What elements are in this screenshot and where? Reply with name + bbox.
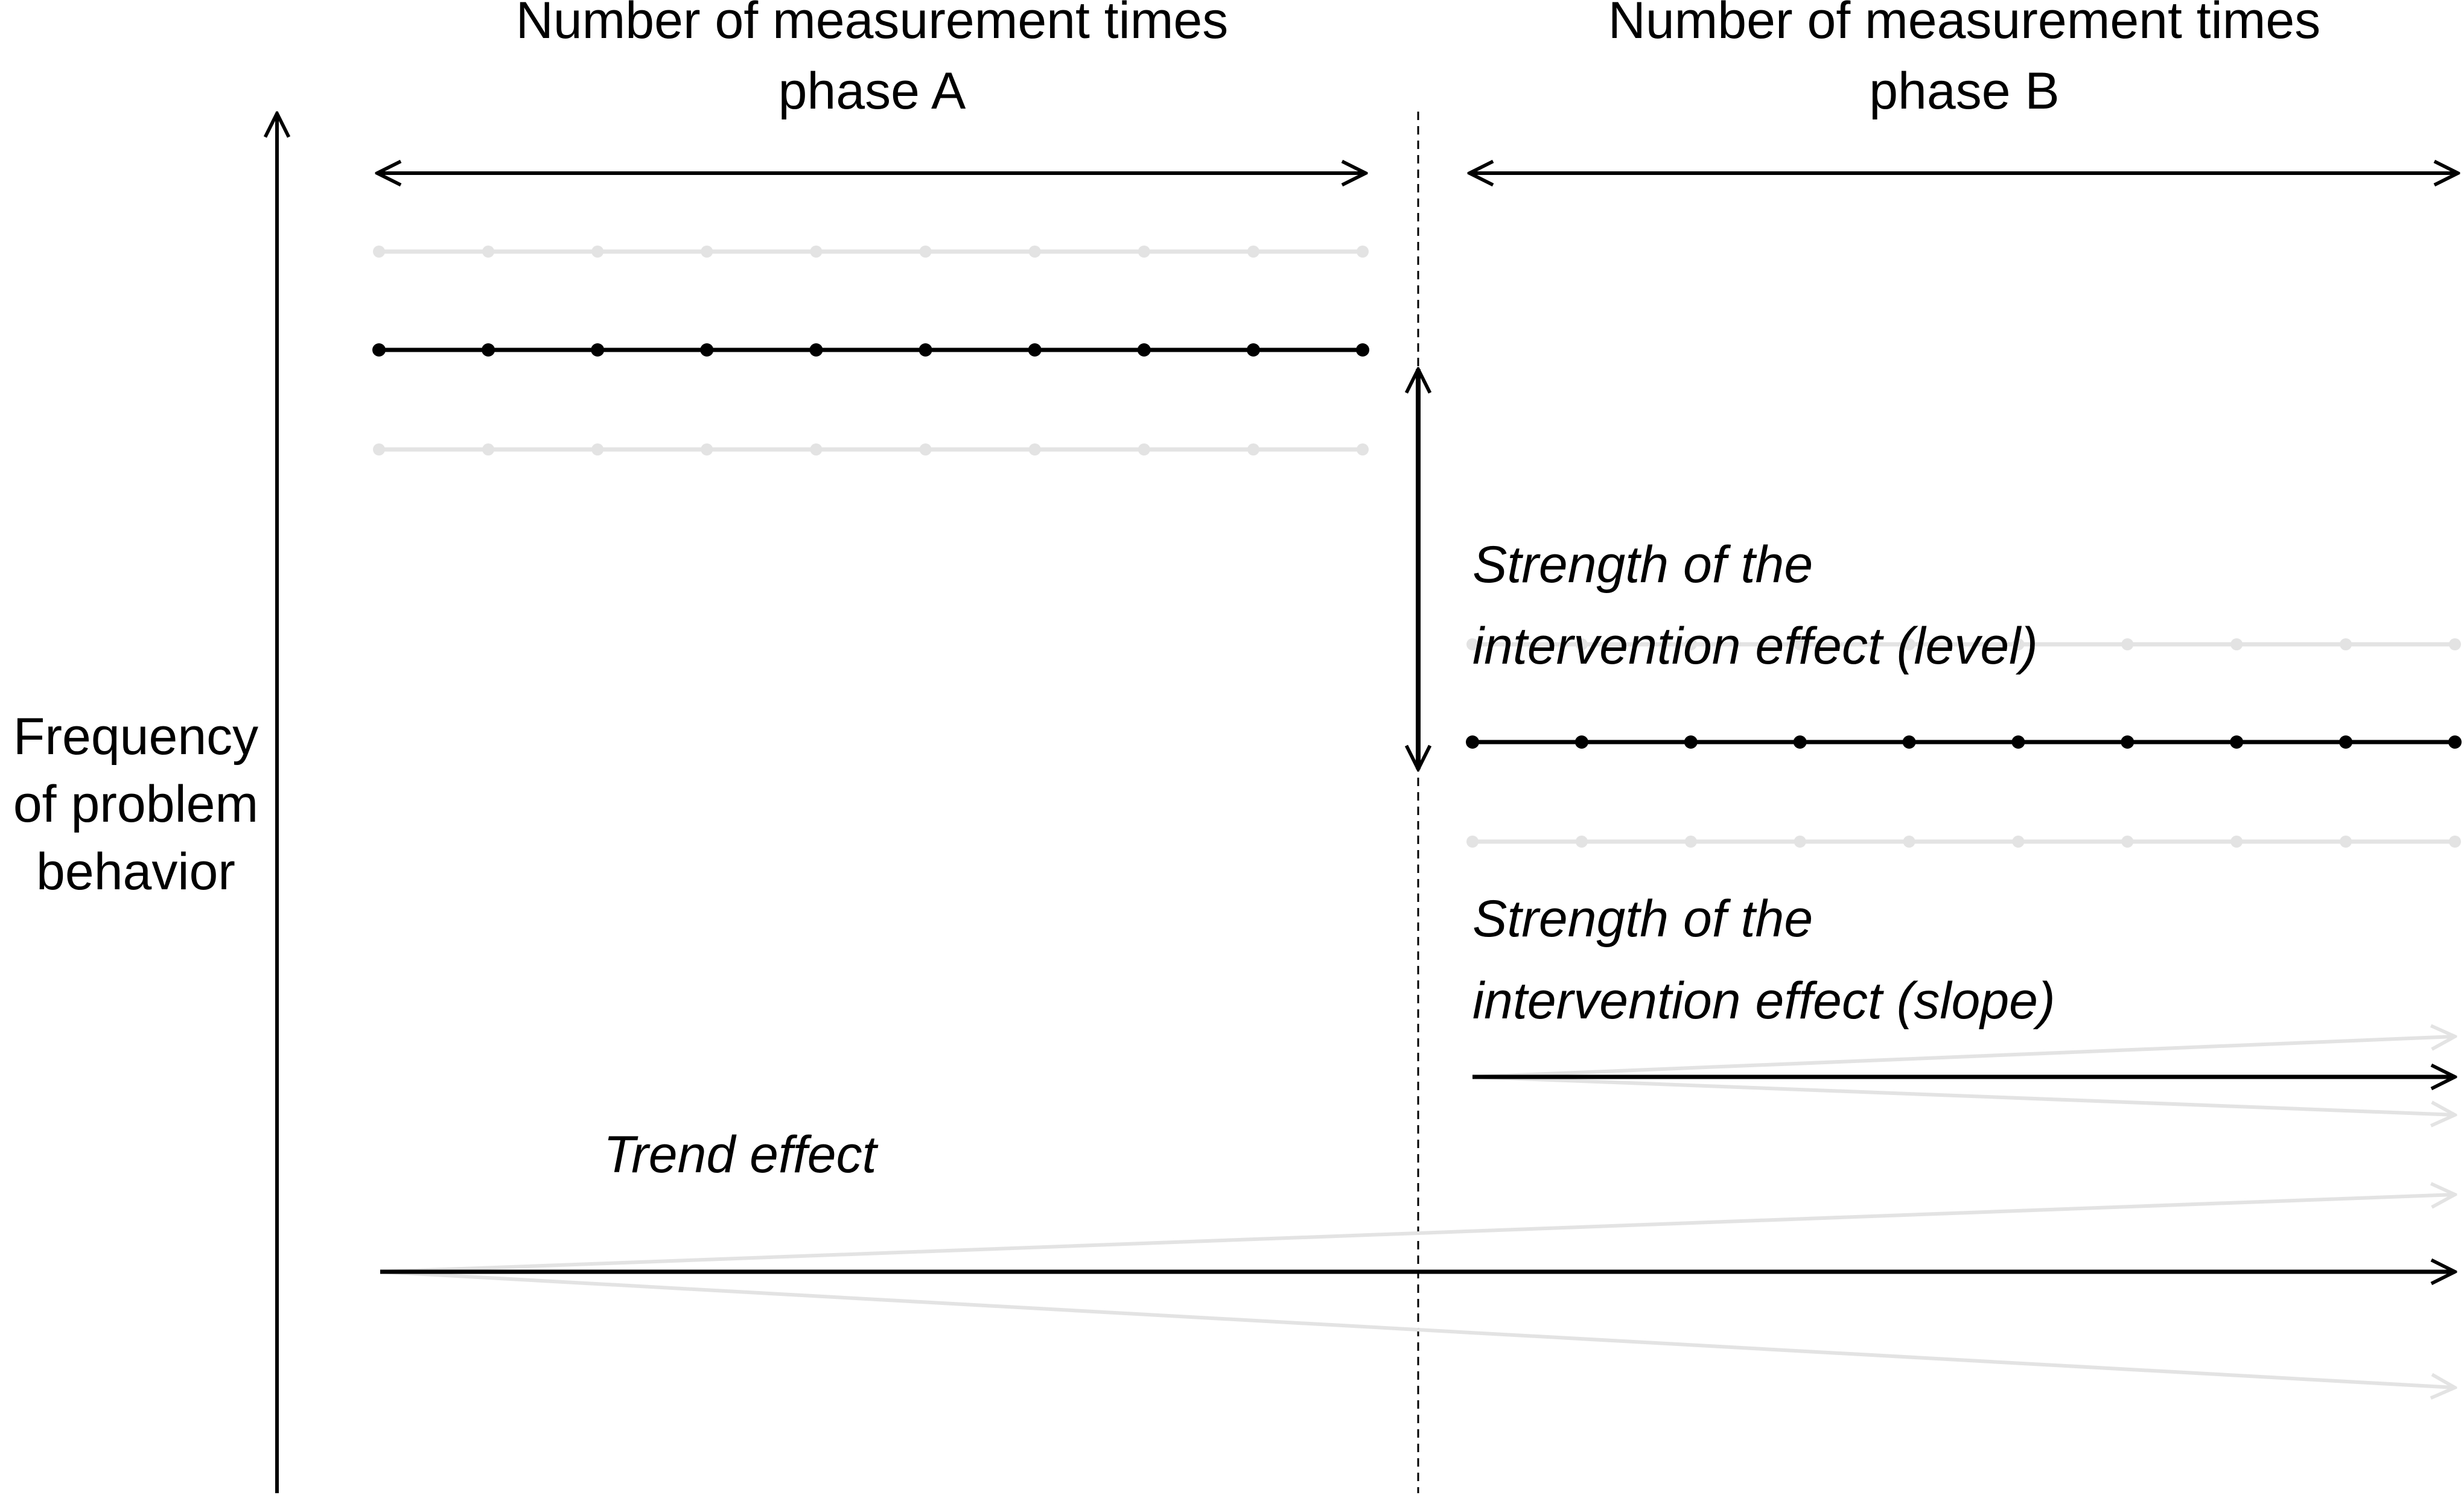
phase-b-title-line1: Number of measurement times [1608,0,2321,49]
phase-a-upper-point [482,246,495,258]
phase-b-intervention-point [1684,735,1698,749]
phase-b-upper-point [1575,638,1588,650]
phase-b-upper-point [2121,638,2134,650]
phase-b-intervention-point [2339,735,2353,749]
phase-a-upper-point [810,246,823,258]
phase-a-upper-point [919,246,932,258]
phase-a-lower-point [373,443,385,455]
trend-down-arrow [380,1270,2455,1388]
phase-b-title-line2: phase B [1869,62,2060,120]
phase-a-upper-point [591,246,604,258]
phase-a-upper-point [1357,246,1369,258]
phase-a-title-line2: phase A [778,62,966,120]
phase-a-baseline-point [809,343,823,357]
phase-b-lower-point [2012,836,2025,848]
phase-a-lower-point [810,443,823,455]
phase-a-baseline-point [700,343,714,357]
phase-b-intervention-point [2121,735,2135,749]
trend-effect-label: Trend effect [603,1126,879,1184]
y-axis-label-line3: behavior [36,843,235,901]
phase-b-intervention-point [2448,735,2462,749]
phase-a-baseline-point [482,343,495,357]
phase-b-upper-point [1903,638,1915,650]
phase-a-lower-variability-series [373,443,1369,455]
phase-b-upper-point [2449,638,2461,650]
slope-down-arrow [1472,1075,2455,1115]
phase-a-baseline-point [372,343,386,357]
phase-b-intervention-point [1574,735,1588,749]
phase-a-baseline-series [372,343,1369,357]
phase-b-intervention-point [1793,735,1807,749]
phase-a-upper-variability-series [373,246,1369,258]
phase-b-upper-point [2012,638,2025,650]
phase-b-lower-point [1903,836,1915,848]
phase-a-title-line1: Number of measurement times [516,0,1229,49]
phase-a-lower-point [919,443,932,455]
slope-effect-label-line1: Strength of the [1472,890,1813,948]
trend-up-arrow [380,1195,2455,1274]
phase-a-upper-point [1028,246,1041,258]
phase-b-lower-point [2121,836,2134,848]
slope-up-arrow [1472,1036,2455,1079]
phase-a-lower-point [1138,443,1150,455]
slope-effect-label-line2: intervention effect (slope) [1472,972,2055,1030]
phase-b-lower-variability-series [1466,836,2461,848]
y-axis-label-line2: of problem [13,775,258,833]
phase-a-lower-point [482,443,495,455]
phase-a-lower-point [591,443,604,455]
phase-b-lower-point [2340,836,2352,848]
phase-a-baseline-point [1356,343,1369,357]
phase-a-baseline-point [1028,343,1042,357]
phase-b-intervention-point [1902,735,1916,749]
phase-a-upper-point [373,246,385,258]
phase-b-intervention-point [2011,735,2025,749]
phase-a-lower-point [1028,443,1041,455]
y-axis-label-line1: Frequency [13,708,258,766]
phase-a-upper-point [1138,246,1150,258]
phase-b-lower-point [2230,836,2243,848]
phase-b-lower-point [1575,836,1588,848]
phase-b-upper-point [1684,638,1697,650]
phase-a-baseline-point [591,343,605,357]
phase-a-baseline-point [1246,343,1260,357]
phase-b-lower-point [1466,836,1479,848]
phase-a-upper-point [701,246,713,258]
phase-b-upper-variability-series [1466,638,2461,650]
phase-a-lower-point [1247,443,1259,455]
phase-b-upper-point [2340,638,2352,650]
phase-b-intervention-point [1466,735,1479,749]
phase-b-intervention-series [1466,735,2462,749]
level-effect-label-line2: intervention effect (level) [1472,617,2038,675]
phase-a-upper-point [1247,246,1259,258]
phase-a-lower-point [701,443,713,455]
phase-a-baseline-point [1137,343,1151,357]
phase-b-upper-point [1466,638,1479,650]
phase-b-intervention-point [2230,735,2244,749]
phase-a-baseline-point [918,343,932,357]
level-effect-label-line1: Strength of the [1472,536,1813,594]
phase-b-lower-point [2449,836,2461,848]
phase-b-lower-point [1684,836,1697,848]
phase-a-lower-point [1357,443,1369,455]
phase-b-upper-point [2230,638,2243,650]
phase-b-upper-point [1794,638,1806,650]
phase-b-lower-point [1794,836,1806,848]
